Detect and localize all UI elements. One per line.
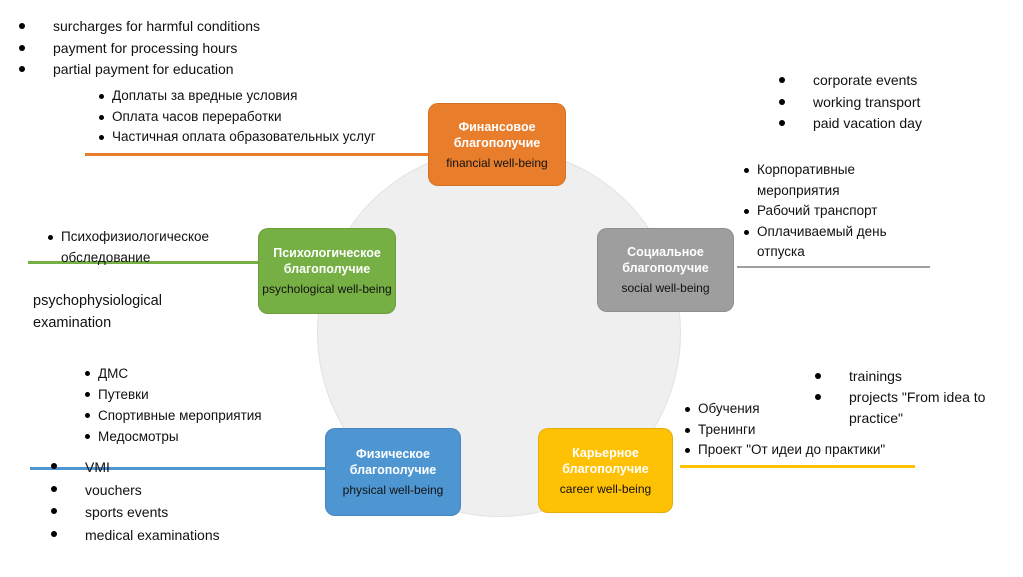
node-social-title-en: social well-being [621,281,710,295]
list-item: Обучения [684,399,934,420]
node-physical-title-ru: Физическое благополучие [349,447,437,477]
node-social-title-ru: Социальное благополучие [622,245,709,275]
list-item: Частичная оплата образовательных услуг [98,127,438,148]
node-financial-title-en: financial well-being [446,155,548,170]
connector-psychological [28,261,258,264]
node-psychological-title-ru: Психологическое благополучие [273,246,381,276]
list-item: Спортивные мероприятия [84,405,334,426]
node-physical: Физическое благополучие physical well-be… [325,428,461,516]
node-career: Карьерное благополучие career well-being [538,428,673,513]
node-career-title-en: career well-being [559,481,652,496]
list-item: VMI [50,456,310,479]
connector-physical [30,467,325,470]
node-career-title-ru: Карьерное благополучие [562,445,649,476]
psychological-caption-en: psychophysiological examination [33,293,162,331]
node-psychological: Психологическое благополучие psychologic… [258,228,396,314]
list-item: working transport [778,92,922,114]
list-item: paid vacation day [778,113,922,135]
list-item: Оплата часов переработки [98,107,438,128]
list-item: Медосмотры [84,426,334,447]
list-item: vouchers [50,479,310,502]
node-financial: Финансовое благополучие financial well-b… [428,103,566,186]
node-physical-title-en: physical well-being [342,483,444,497]
list-item: trainings [814,366,1004,387]
list-item: Тренинги [684,420,934,441]
list-item: surcharges for harmful conditions [18,16,260,38]
list-item: Доплаты за вредные условия [98,86,438,107]
list-item: payment for processing hours [18,38,260,60]
list-item: medical examinations [50,524,310,547]
list-item: Проект "От идеи до практики" [684,440,934,461]
list-item: Рабочий транспорт [743,201,905,222]
list-item: corporate events [778,70,922,92]
list-item: partial payment for education [18,59,260,81]
connector-career [680,465,915,468]
node-psychological-title-en: psychological well-being [262,282,392,296]
list-item: Оплачиваемый день отпуска [743,222,905,263]
node-financial-title-ru: Финансовое благополучие [453,119,541,150]
list-item: Психофизиологическое обследование [47,227,239,268]
list-item: sports events [50,501,310,524]
psychological-benefits-ru-list: Психофизиологическое обследование [47,227,239,268]
connector-financial [85,153,428,156]
connector-social [737,266,930,268]
list-item: Корпоративные мероприятия [743,160,905,201]
list-item: projects "From idea to practice" [814,387,1004,429]
list-item: ДМС [84,363,334,384]
list-item: Путевки [84,384,334,405]
node-social: Социальное благополучие social well-bein… [597,228,734,312]
